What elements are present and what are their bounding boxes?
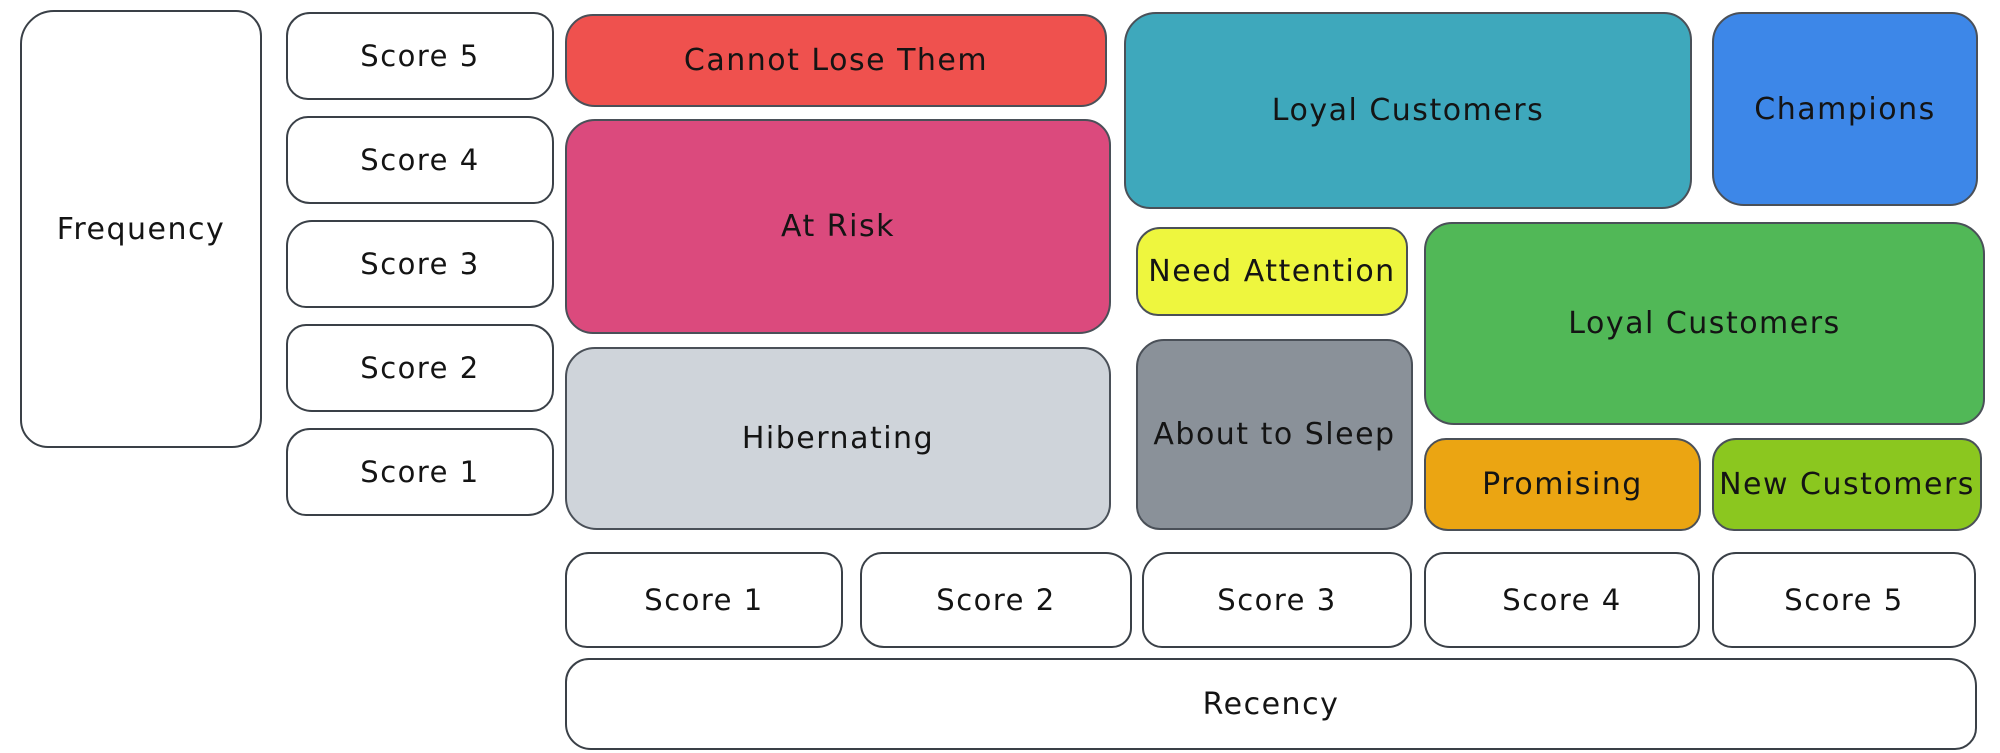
segment-new-customers-label: New Customers [1719, 467, 1975, 502]
segment-loyal-customers-right-label: Loyal Customers [1568, 306, 1841, 341]
frequency-score-3-box: Score 3 [286, 220, 554, 308]
frequency-axis-label: Frequency [56, 211, 226, 247]
recency-score-3-label: Score 3 [1217, 583, 1337, 617]
frequency-score-3-label: Score 3 [360, 247, 480, 281]
frequency-score-2-box: Score 2 [286, 324, 554, 412]
segment-at-risk: At Risk [565, 119, 1111, 334]
segment-about-to-sleep: About to Sleep [1136, 339, 1413, 530]
recency-score-1-box: Score 1 [565, 552, 843, 648]
segment-cannot-lose-them: Cannot Lose Them [565, 14, 1107, 107]
recency-axis-box: Recency [565, 658, 1977, 750]
segment-loyal-customers-top: Loyal Customers [1124, 12, 1692, 209]
recency-score-2-box: Score 2 [860, 552, 1132, 648]
recency-axis-label: Recency [1202, 686, 1340, 722]
segment-champions-label: Champions [1754, 91, 1936, 127]
segment-about-to-sleep-label: About to Sleep [1153, 417, 1396, 452]
segment-promising: Promising [1424, 438, 1701, 531]
segment-cannot-lose-them-label: Cannot Lose Them [683, 43, 989, 78]
segment-need-attention: Need Attention [1136, 227, 1408, 316]
segment-champions: Champions [1712, 12, 1978, 206]
recency-score-4-label: Score 4 [1502, 583, 1622, 617]
recency-score-5-box: Score 5 [1712, 552, 1976, 648]
segment-promising-label: Promising [1482, 467, 1643, 502]
frequency-score-4-box: Score 4 [286, 116, 554, 204]
frequency-score-1-label: Score 1 [360, 455, 480, 489]
segment-loyal-customers-right: Loyal Customers [1424, 222, 1985, 425]
recency-score-2-label: Score 2 [936, 583, 1056, 617]
segment-at-risk-label: At Risk [781, 209, 895, 244]
segment-need-attention-label: Need Attention [1148, 254, 1396, 289]
frequency-score-4-label: Score 4 [360, 143, 480, 177]
frequency-score-5-box: Score 5 [286, 12, 554, 100]
recency-score-5-label: Score 5 [1784, 583, 1904, 617]
frequency-score-2-label: Score 2 [360, 351, 480, 385]
frequency-axis-box: Frequency [20, 10, 262, 448]
recency-score-1-label: Score 1 [644, 583, 764, 617]
frequency-score-5-label: Score 5 [360, 39, 480, 73]
segment-new-customers: New Customers [1712, 438, 1982, 531]
frequency-score-1-box: Score 1 [286, 428, 554, 516]
recency-score-4-box: Score 4 [1424, 552, 1700, 648]
segment-loyal-customers-top-label: Loyal Customers [1271, 93, 1545, 128]
recency-score-3-box: Score 3 [1142, 552, 1412, 648]
segment-hibernating: Hibernating [565, 347, 1111, 530]
segment-hibernating-label: Hibernating [741, 421, 935, 456]
